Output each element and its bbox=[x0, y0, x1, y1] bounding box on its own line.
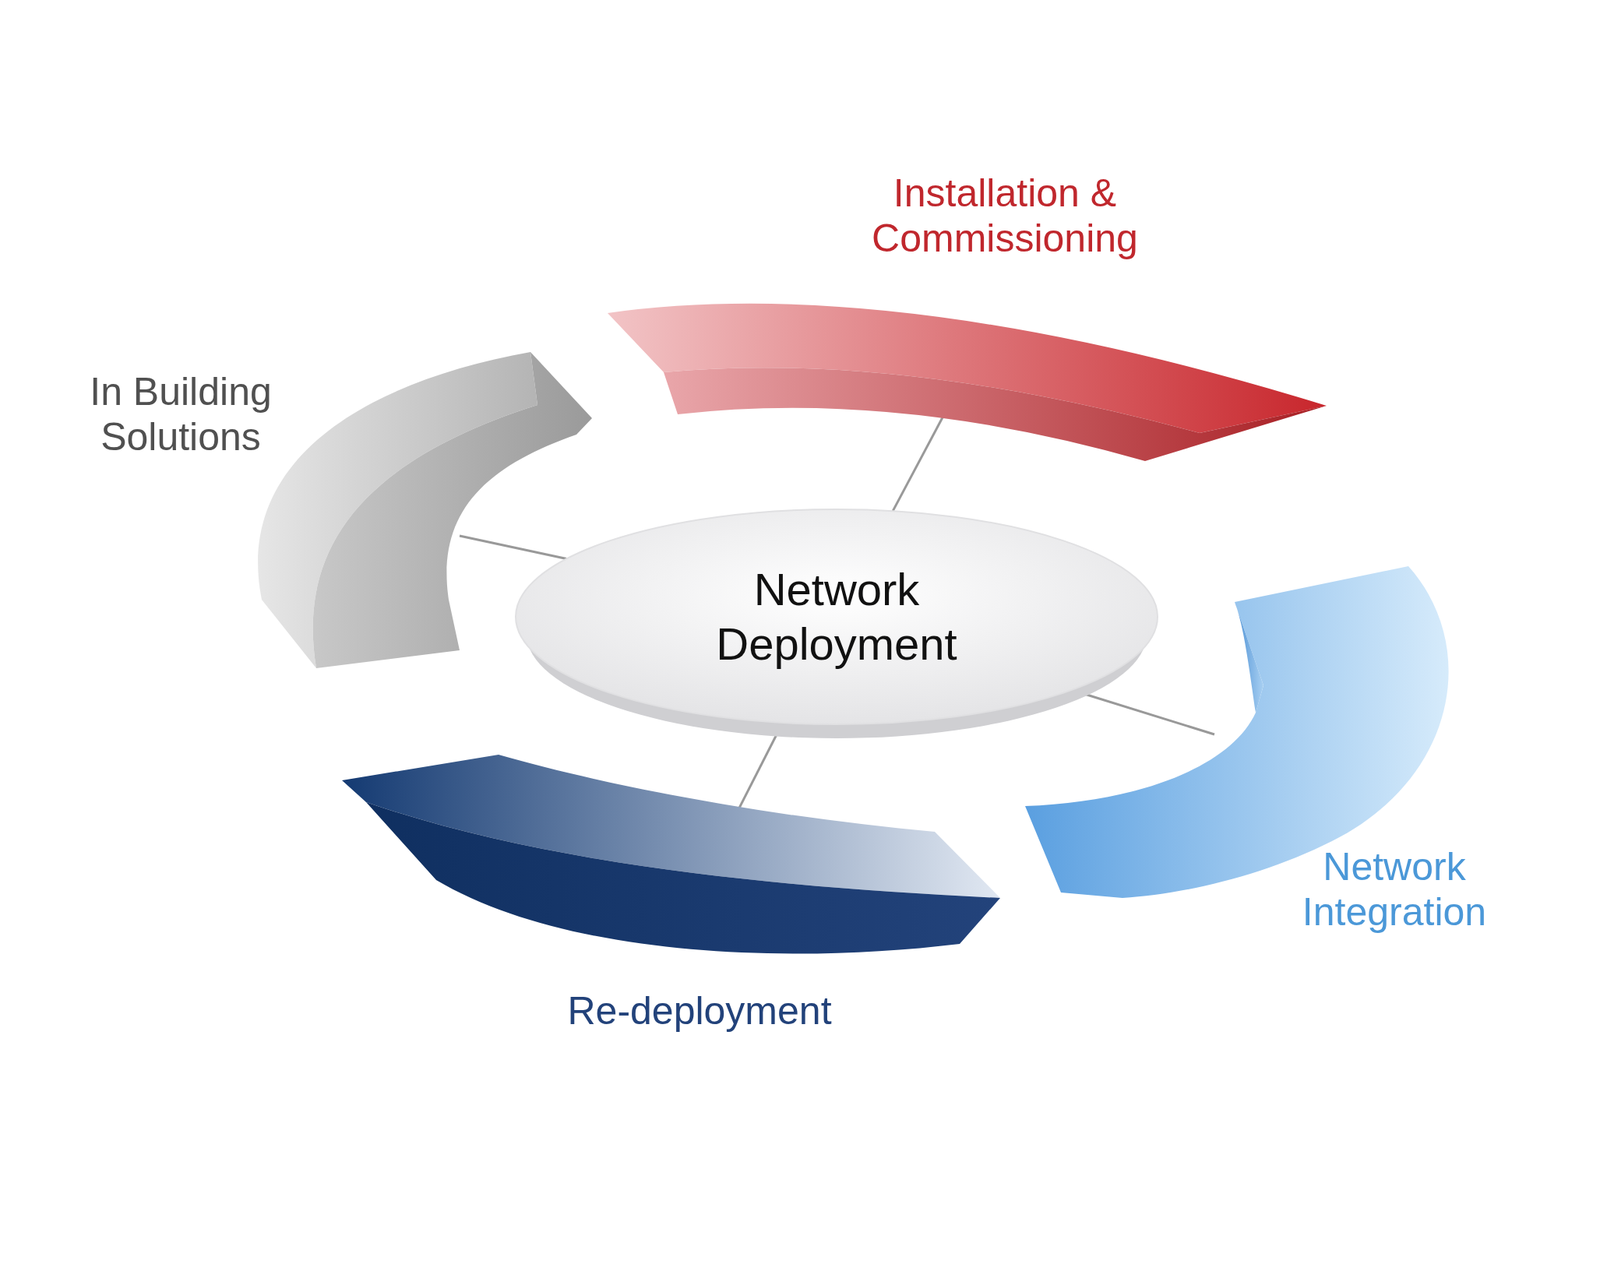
shape-outline bbox=[338, 751, 1005, 970]
arc-segment: Network Integration bbox=[1020, 560, 1457, 904]
arc-segment: Re-deployment bbox=[338, 751, 1005, 970]
arc-segment: Installation & Commissioning bbox=[592, 303, 1340, 468]
segment-label: In Building Solutions bbox=[56, 370, 306, 460]
segment-label: Installation & Commissioning bbox=[849, 171, 1161, 261]
connector-line bbox=[459, 535, 567, 559]
connector-line bbox=[1071, 690, 1215, 735]
hub-title: Network Deployment bbox=[680, 562, 993, 671]
segment-label: Re-deployment bbox=[535, 989, 864, 1035]
connector-line bbox=[892, 405, 949, 512]
segment-label: Network Integration bbox=[1265, 845, 1523, 935]
shape-outline bbox=[515, 509, 1158, 725]
shape-outline bbox=[592, 303, 1340, 468]
ellipse-hub: Network Deployment bbox=[515, 509, 1158, 725]
